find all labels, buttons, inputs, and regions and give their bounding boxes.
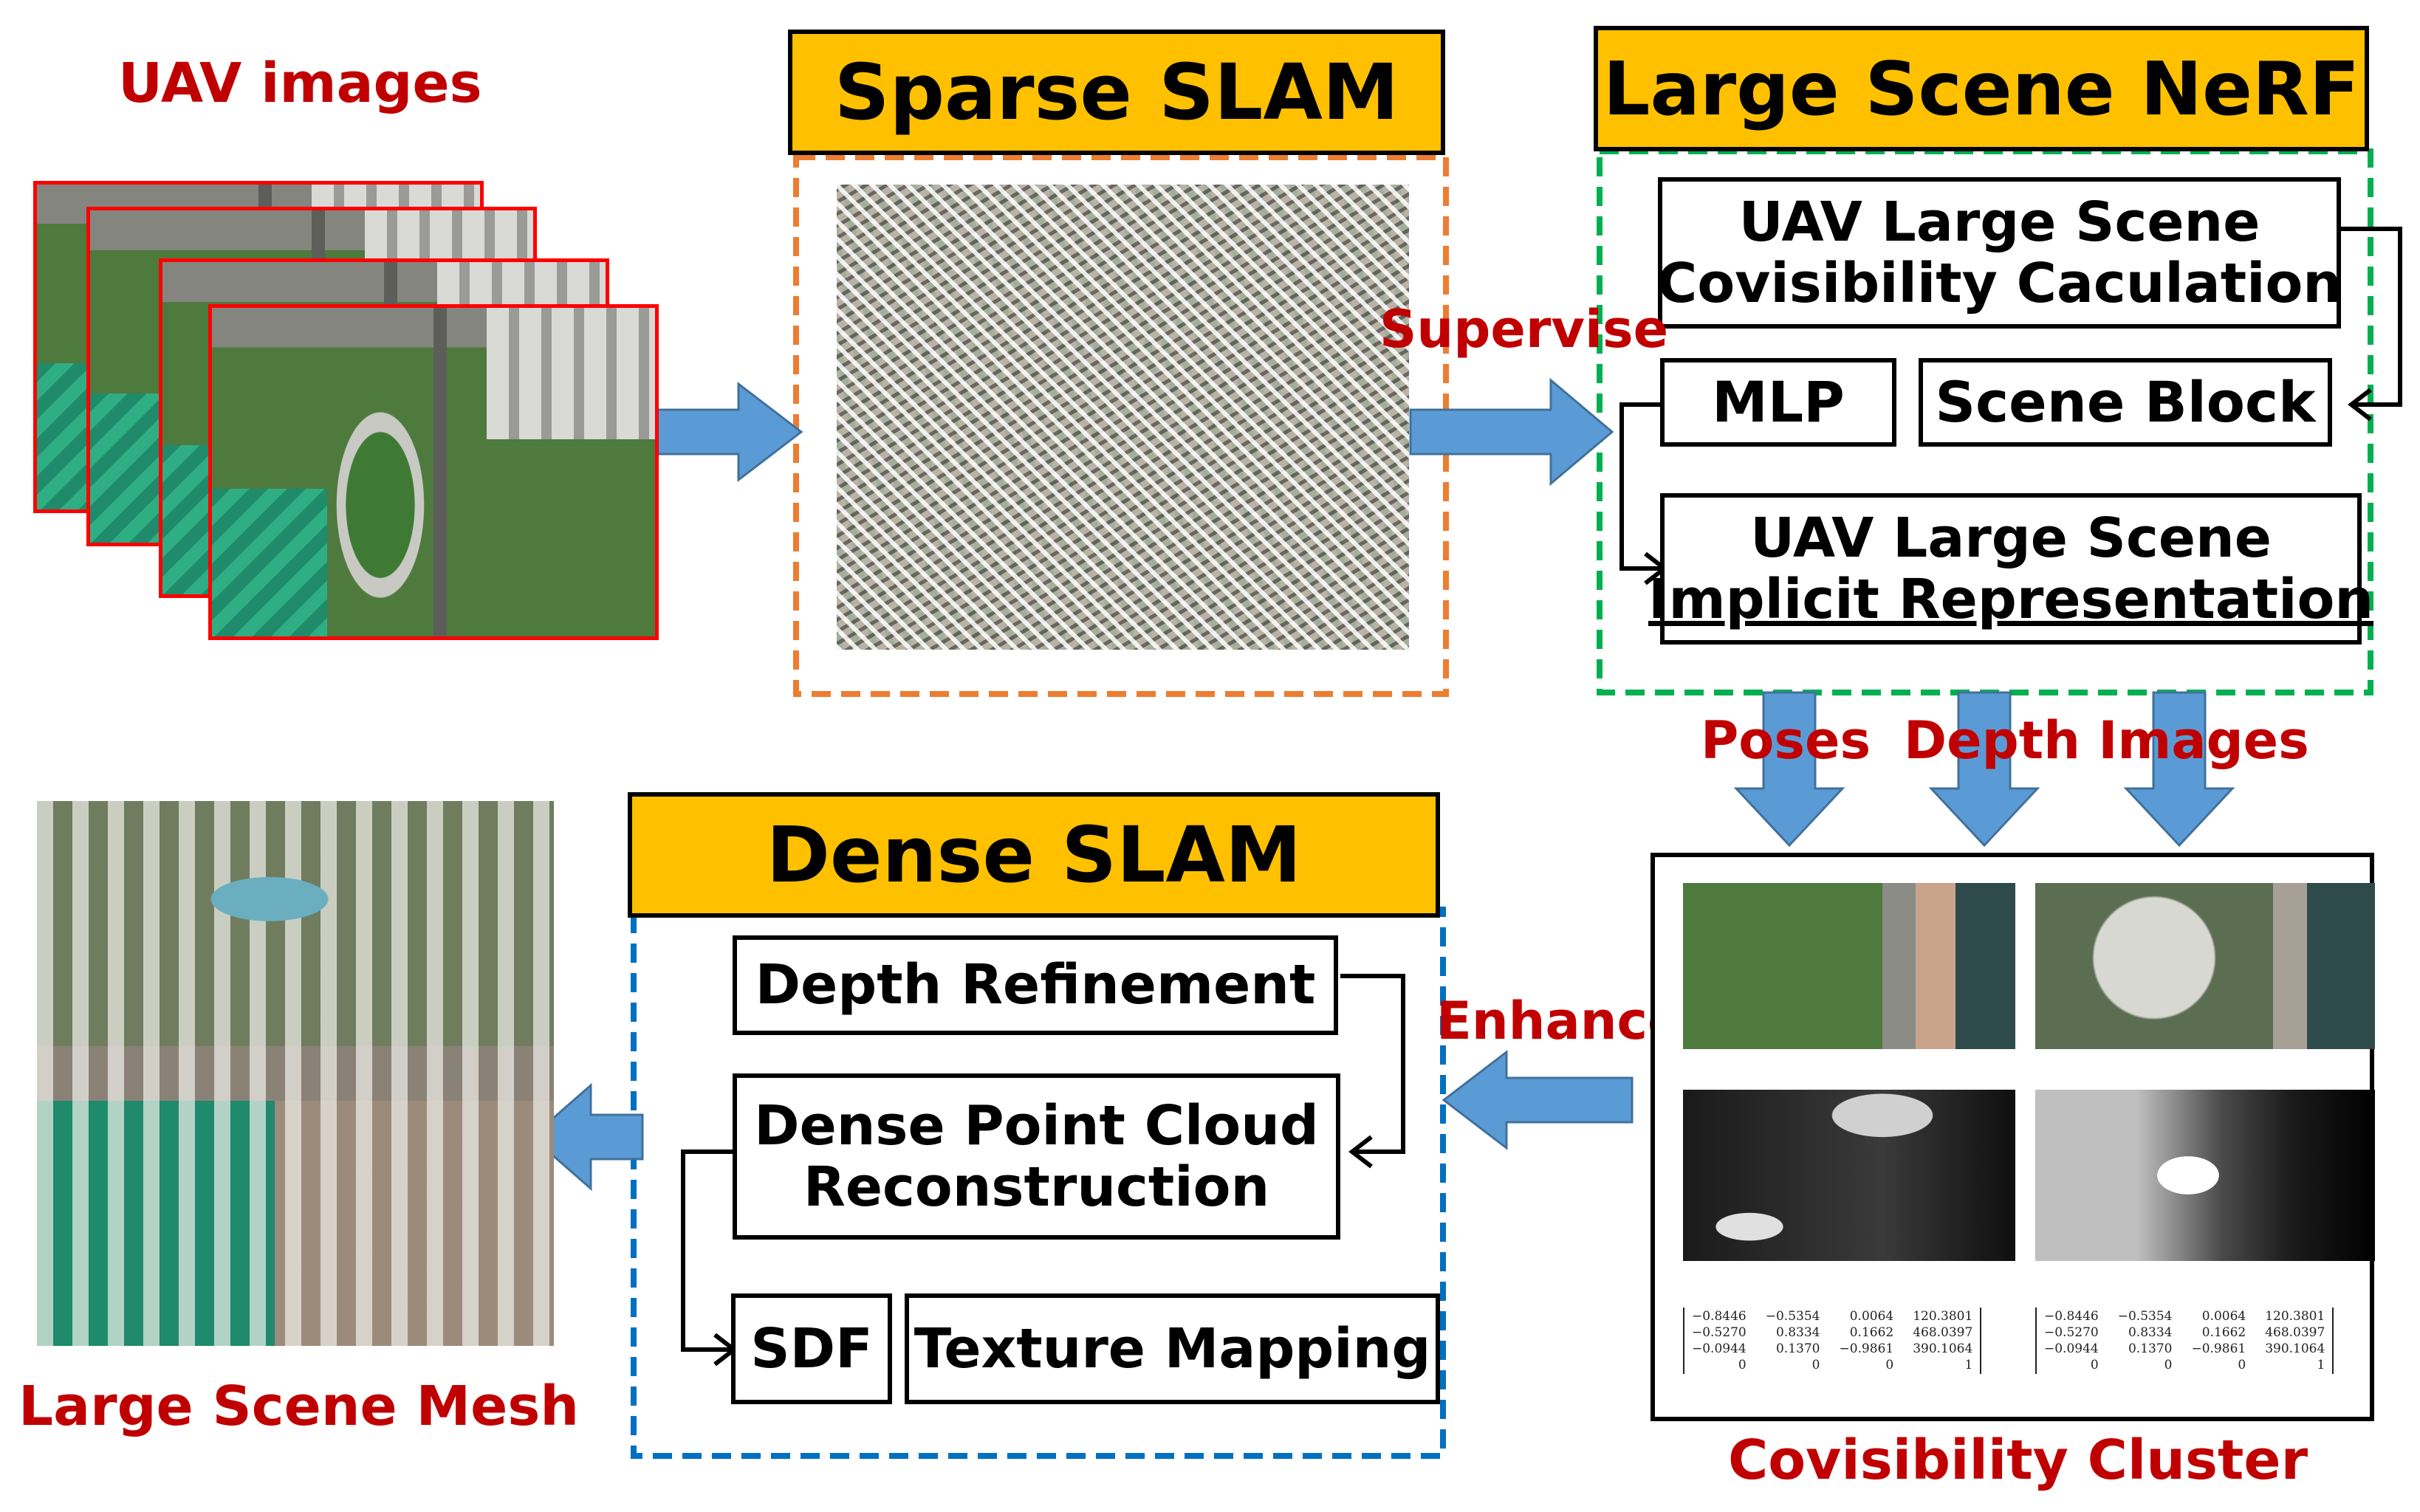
matrix-cell: 0 [2090,1358,2099,1372]
matrix-cell: 468.0397 [1913,1325,1973,1340]
poses-label: Poses [1701,710,1871,771]
connector-cloud-to-sdf [681,1150,738,1352]
matrix-cell: 0.8334 [1775,1325,1820,1340]
matrix-cell: 0.0064 [2201,1309,2246,1324]
covisibility-cluster-label: Covisibility Cluster [1728,1429,2308,1492]
mlp-box: MLP [1660,358,1896,447]
matrix-cell: −0.0944 [2044,1341,2099,1356]
covisibility-cluster-panel: −0.8446 −0.5354 0.0064 120.3801 −0.5270 0.833… [1651,853,2375,1421]
matrix-cell: 390.1064 [2265,1341,2325,1356]
nerf-header: Large Scene NeRF [1594,26,2369,151]
matrix-cell: 0 [2164,1358,2173,1372]
matrix-cell: −0.8446 [1692,1309,1747,1324]
large-scene-mesh-image [37,801,554,1346]
matrix-cell: −0.5270 [1692,1325,1747,1340]
matrix-cell: −0.5354 [2117,1309,2173,1324]
dense-point-cloud-line-1: Dense Point Cloud [754,1093,1319,1158]
connector-refine-to-cloud [1340,974,1405,1154]
depth-images-label: Depth Images [1904,710,2309,771]
uav-images-label: UAV images [118,52,482,115]
sdf-box: SDF [731,1293,892,1404]
implicit-representation-box: UAV Large Scene Implicit Representation [1648,493,2373,645]
matrix-cell: −0.8446 [2044,1309,2099,1324]
matrix-cell: 0.1370 [1775,1341,1820,1356]
matrix-cell: 468.0397 [2265,1325,2325,1340]
pose-matrix-2: −0.8446 −0.5354 0.0064 120.3801 −0.5270 0.833… [2035,1307,2334,1374]
covisibility-line-1: UAV Large Scene [1738,190,2260,254]
matrix-cell: 0.0064 [1849,1309,1894,1324]
arrowhead-cloud [1348,1135,1373,1169]
implicit-line-1: UAV Large Scene [1750,506,2272,570]
dense-slam-frame [631,907,1446,1459]
arrow-poses-down [1733,691,1845,848]
matrix-cell: 0.8334 [2128,1325,2173,1340]
large-scene-mesh-label: Large Scene Mesh [18,1375,580,1438]
cluster-rgb-image-2 [2035,883,2375,1049]
sparse-slam-header: Sparse SLAM [788,30,1445,155]
covisibility-calculation-box: UAV Large Scene Covisibility Caculation [1657,177,2342,329]
cluster-depth-image-2 [2035,1090,2375,1261]
dense-point-cloud-line-2: Reconstruction [803,1155,1270,1219]
arrow-cluster-to-dense [1442,1049,1634,1151]
connector-mlp-to-implicit [1619,402,1662,571]
arrow-images-to-sparse [645,381,803,483]
matrix-cell: −0.9861 [2191,1341,2246,1356]
arrow-sparse-to-nerf [1409,377,1614,487]
pose-matrix-1: −0.8446 −0.5354 0.0064 120.3801 −0.5270 0.833… [1683,1307,1982,1374]
matrix-cell: 120.3801 [1913,1309,1973,1324]
supervise-label: Supervise [1379,299,1669,360]
cluster-rgb-image-1 [1683,883,2015,1049]
matrix-cell: 120.3801 [2265,1309,2325,1324]
arrow-depth-down-1 [1928,691,2040,848]
dense-point-cloud-box: Dense Point Cloud Reconstruction [733,1073,1340,1240]
matrix-cell: 0 [1811,1358,1820,1372]
matrix-cell: −0.5354 [1765,1309,1820,1324]
enhance-label: Enhance [1436,991,1683,1051]
matrix-cell: −0.9861 [1839,1341,1894,1356]
connector-covis-to-block [2340,227,2402,407]
matrix-cell: −0.5270 [2044,1325,2099,1340]
matrix-cell: −0.0944 [1692,1341,1747,1356]
matrix-cell: 390.1064 [1913,1341,1973,1356]
matrix-cell: 0 [1738,1358,1747,1372]
sparse-point-cloud-image [837,185,1409,650]
arrow-depth-down-2 [2123,691,2235,848]
arrow-dense-to-mesh [529,1082,644,1192]
matrix-cell: 1 [2317,1358,2325,1372]
covisibility-line-2: Covisibility Caculation [1657,251,2342,315]
matrix-cell: 0.1662 [1849,1325,1894,1340]
matrix-cell: 1 [1964,1358,1973,1372]
matrix-cell: 0 [2238,1358,2246,1372]
matrix-cell: 0.1370 [2128,1341,2173,1356]
texture-mapping-box: Texture Mapping [905,1293,1440,1404]
scene-block-box: Scene Block [1919,358,2332,447]
matrix-cell: 0 [1885,1358,1894,1372]
uav-image-4 [208,304,659,640]
matrix-cell: 0.1662 [2201,1325,2246,1340]
depth-refinement-box: Depth Refinement [733,935,1338,1035]
dense-slam-header: Dense SLAM [628,792,1440,918]
arrowhead-block [2348,388,2372,422]
implicit-line-2: Implicit Representation [1648,567,2374,631]
cluster-depth-image-1 [1683,1090,2015,1261]
